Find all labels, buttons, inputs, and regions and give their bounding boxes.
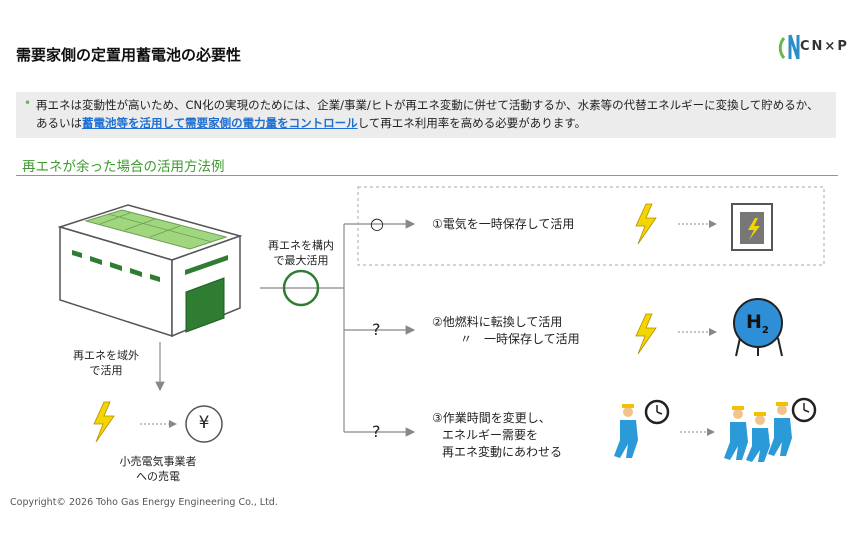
offsite-label: 再エネを域外 で活用 (66, 348, 146, 378)
h2-symbol: H2 (746, 311, 769, 336)
option3-marker: ? (372, 422, 381, 441)
retail-label: 小売電気事業者 への売電 (108, 454, 208, 484)
option3-line2: エネルギー需要を (442, 428, 539, 442)
cnxp-logo (778, 34, 800, 60)
factory-icon (57, 204, 243, 338)
summary-text: 再エネは変動性が高いため、CN化の実現のためには、企業/事業/ヒトが再エネ変動に… (36, 96, 828, 132)
option2-line1: ②他燃料に転換して活用 (432, 315, 563, 329)
battery-storage-icon (731, 203, 773, 251)
offsite-label-line2: で活用 (89, 364, 123, 377)
logo-text: CN×P (800, 39, 849, 54)
hydrogen-tank-icon (733, 298, 783, 357)
retail-label-line2: への売電 (136, 470, 180, 483)
summary-text-part2: して再エネ利用率を高める必要があります。 (357, 116, 587, 130)
worker-icon-4 (768, 402, 792, 456)
option2-text: ②他燃料に転換して活用 〃 一時保存して活用 (432, 314, 580, 348)
lightning-icon-2 (635, 313, 657, 355)
summary-box (16, 92, 836, 138)
section-heading: 再エネが余った場合の活用方法例 (22, 159, 225, 175)
option1-marker: ○ (370, 214, 384, 233)
worker-icon-1 (614, 404, 638, 458)
onsite-label: 再エネを構内 で最大活用 (262, 238, 340, 268)
clock-icon-1 (644, 399, 670, 425)
option2-marker: ? (372, 320, 381, 339)
option3-line1: ③作業時間を変更し、 (432, 411, 551, 425)
section-rule (16, 175, 838, 176)
onsite-label-line1: 再エネを構内 (268, 239, 334, 252)
option3-line3: 再エネ変動にあわせる (442, 445, 563, 459)
h2-subscript: 2 (761, 324, 769, 336)
worker-icon-3 (746, 412, 770, 462)
onsite-circle-icon (282, 269, 320, 307)
offsite-label-line1: 再エネを域外 (73, 349, 139, 362)
lightning-icon-1 (635, 203, 657, 245)
option1-box (357, 186, 825, 266)
clock-icon-2 (791, 397, 817, 423)
summary-bullet: • (24, 96, 32, 110)
option2-line2: 〃 一時保存して活用 (460, 332, 580, 346)
lightning-icon-3 (93, 401, 115, 443)
worker-icon-2 (724, 406, 748, 460)
onsite-label-line2: で最大活用 (273, 254, 329, 267)
yen-coin-icon (185, 405, 223, 443)
page-title: 需要家側の定置用蓄電池の必要性 (16, 46, 242, 64)
summary-highlight: 蓄電池等を活用して需要家側の電力量をコントロール (82, 116, 358, 130)
h2-letter: H (746, 311, 762, 333)
copyright: Copyright© 2026 Toho Gas Energy Engineer… (10, 497, 278, 508)
option1-line1: ①電気を一時保存して活用 (432, 217, 575, 231)
yen-symbol: ¥ (198, 413, 210, 433)
retail-label-line1: 小売電気事業者 (119, 455, 197, 468)
summary-text-part1: 再エネは変動性が高いため、CN化の実現のためには、企業/事業/ヒトが再エネ変動に… (36, 98, 819, 130)
option1-text: ①電気を一時保存して活用 (432, 216, 574, 233)
option3-text: ③作業時間を変更し、 エネルギー需要を 再エネ変動にあわせる (432, 410, 562, 461)
